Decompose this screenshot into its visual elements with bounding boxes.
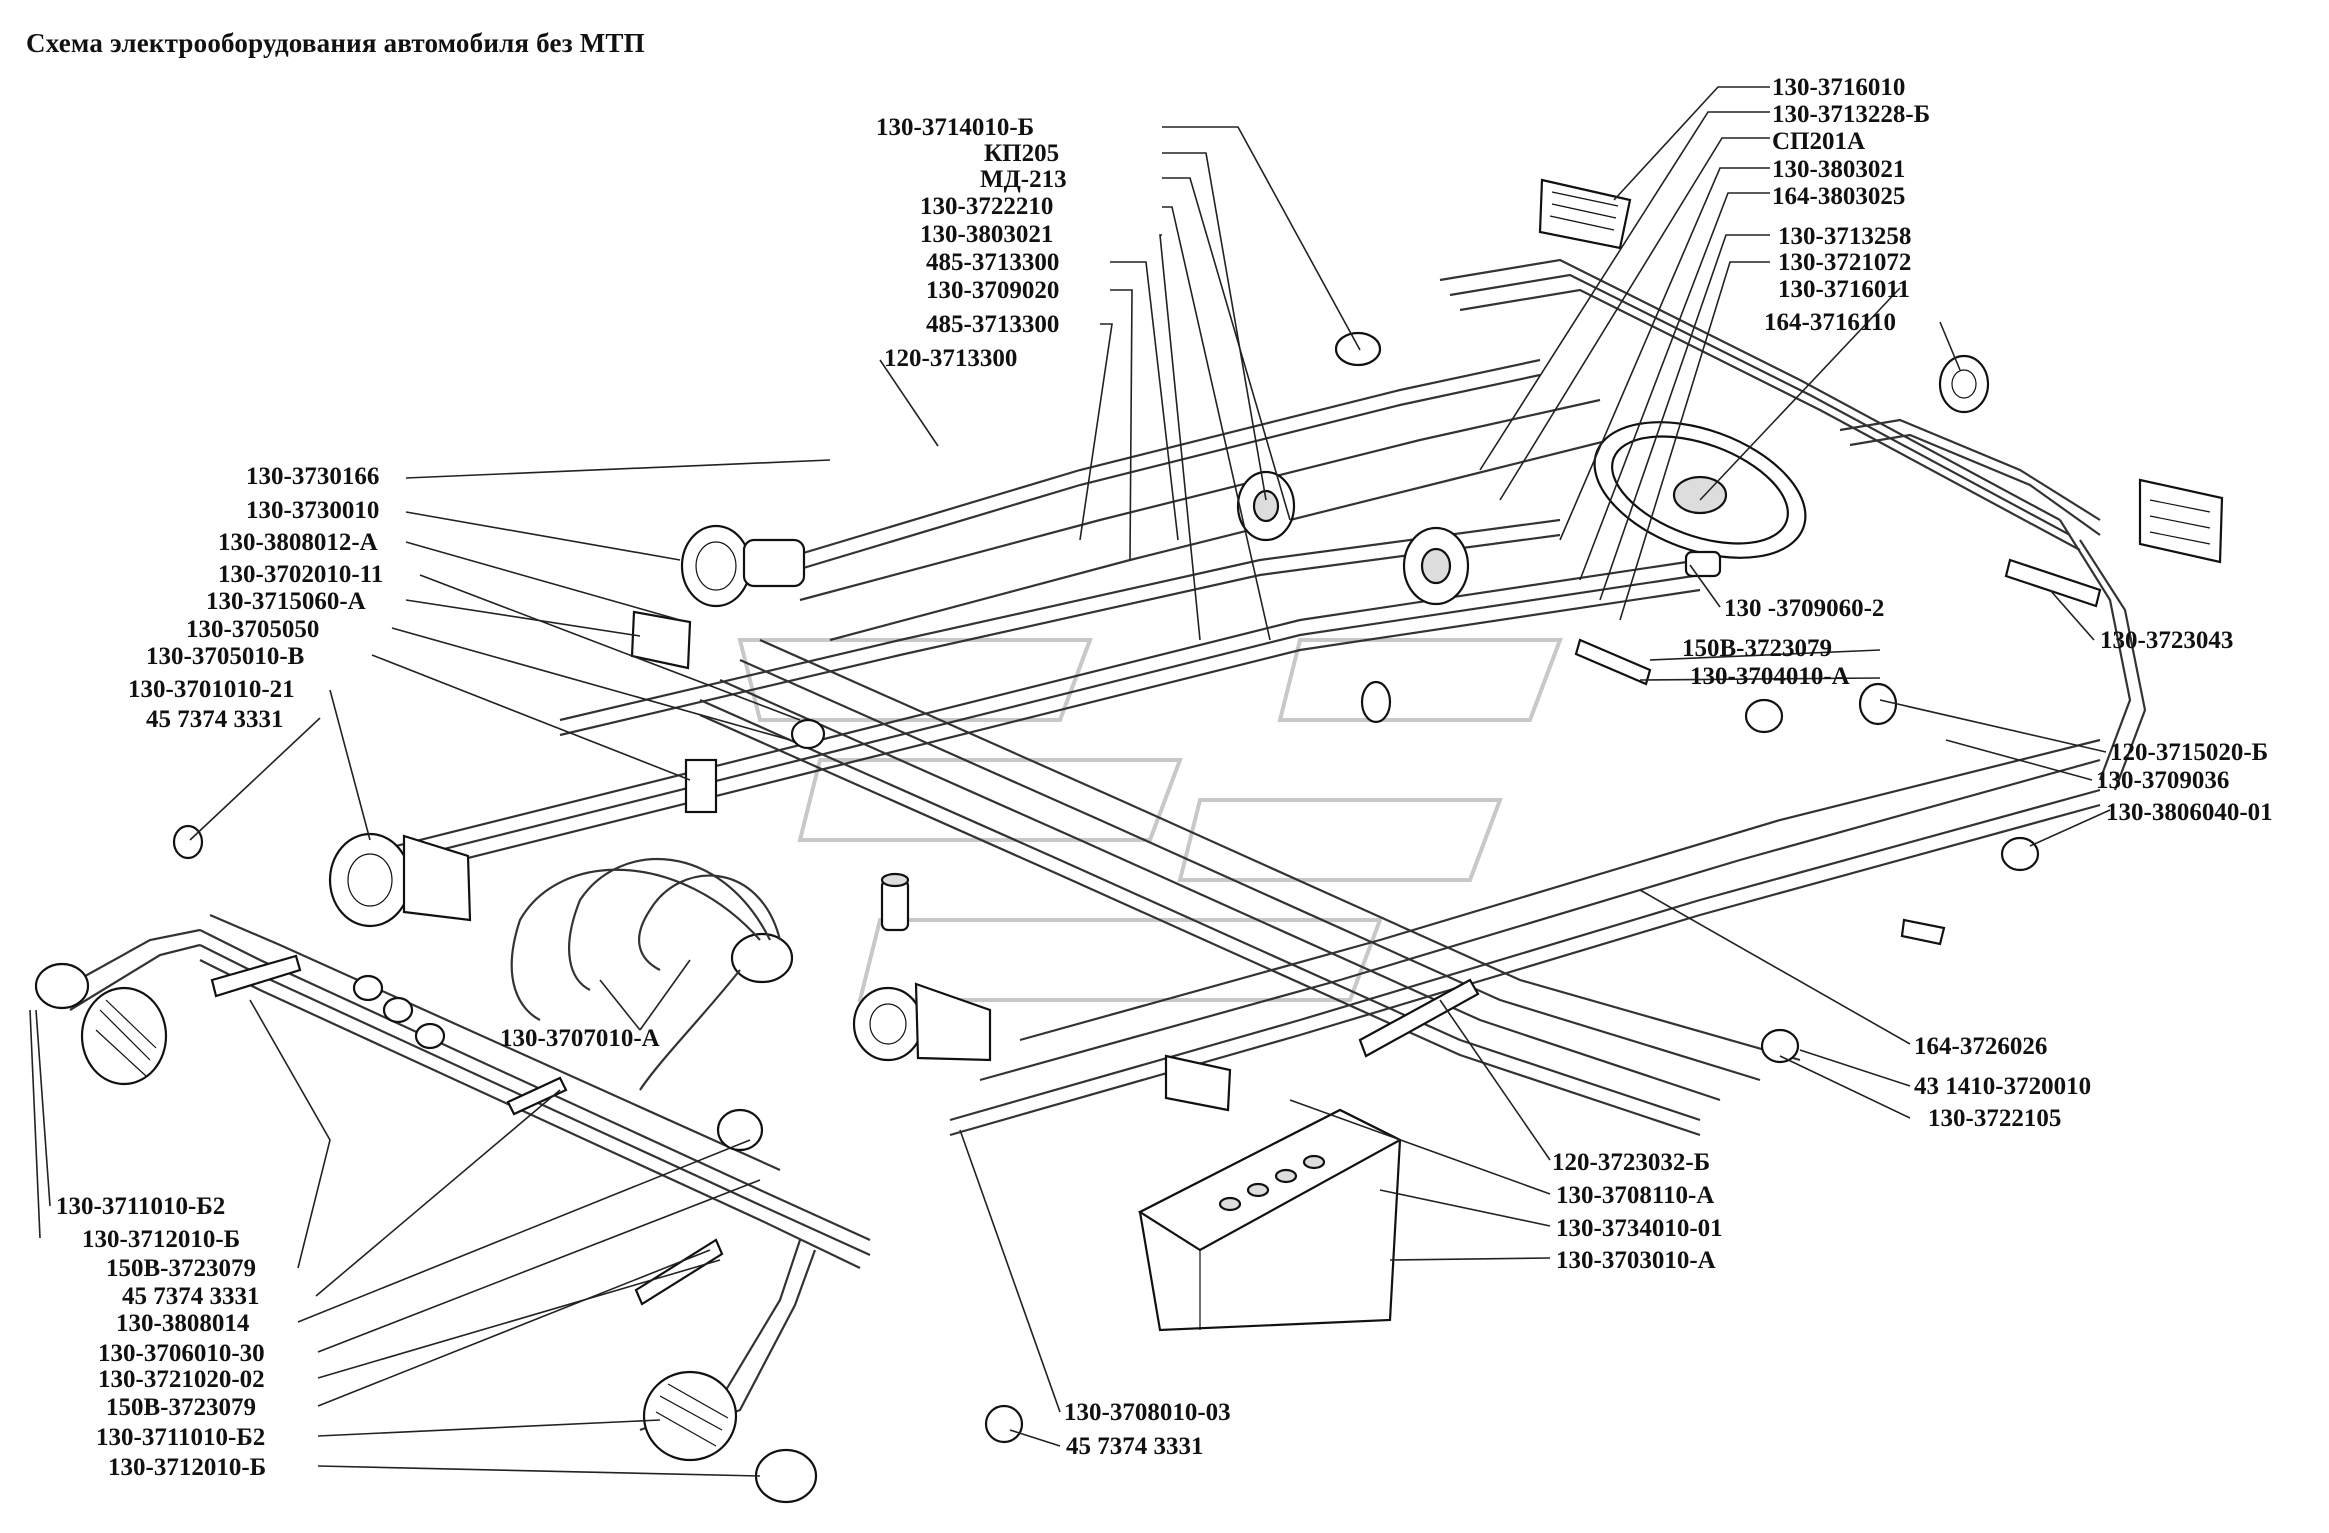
fuse-block xyxy=(1164,1054,1232,1112)
label-l03: СП201А xyxy=(1772,128,1865,155)
label-l17: 485-3713300 xyxy=(926,311,1059,338)
label-l18: 120-3713300 xyxy=(884,345,1017,372)
label-l44: 130-3712010-Б xyxy=(82,1226,240,1253)
terminal-strip-mid xyxy=(1358,978,1480,1058)
label-l41: 130-3734010-01 xyxy=(1556,1215,1723,1242)
terminal-strip-front xyxy=(210,954,302,998)
label-l14: 130-3803021 xyxy=(920,221,1053,248)
label-l21: 130-3808012-А xyxy=(218,529,378,556)
side-lamp xyxy=(2138,478,2224,564)
label-l11: КП205 xyxy=(984,140,1059,167)
label-l51: 130-3711010-Б2 xyxy=(96,1424,265,1451)
label-l27: 45 7374 3331 xyxy=(146,706,284,733)
label-l36: 164-3726026 xyxy=(1914,1033,2047,1060)
label-l29: 130-3723043 xyxy=(2100,627,2233,654)
ignition-switch xyxy=(1684,550,1722,578)
label-l16: 130-3709020 xyxy=(926,277,1059,304)
leader-lines xyxy=(29,86,2111,1477)
label-l40: 130-3708110-А xyxy=(1556,1182,1714,1209)
label-l06: 130-3713258 xyxy=(1778,223,1911,250)
terminal-strip-rear xyxy=(2004,558,2102,608)
label-l42: 130-3703010-А xyxy=(1556,1247,1716,1274)
label-l24: 130-3705050 xyxy=(186,616,319,643)
sensor xyxy=(506,1076,568,1116)
label-l35: 130-3707010-А xyxy=(500,1025,660,1052)
label-l13: 130-3722210 xyxy=(920,193,1053,220)
label-l26: 130-3701010-21 xyxy=(128,676,295,703)
ht-wires xyxy=(510,858,782,1091)
label-l43: 130-3711010-Б2 xyxy=(56,1193,225,1220)
label-l50: 150В-3723079 xyxy=(106,1394,256,1421)
label-l12: МД-213 xyxy=(980,166,1067,193)
label-l38: 130-3722105 xyxy=(1928,1105,2061,1132)
label-l46: 45 7374 3331 xyxy=(122,1283,260,1310)
label-l31: 130-3704010-А xyxy=(1690,663,1850,690)
turn-signal-switch xyxy=(1938,354,1990,414)
relay-box xyxy=(630,610,692,670)
label-l39: 120-3723032-Б xyxy=(1552,1149,1710,1176)
label-l20: 130-3730010 xyxy=(246,497,379,524)
diagram-title: Схема электрооборудования автомобиля без… xyxy=(26,28,645,58)
terminal-strip-dash xyxy=(1574,638,1652,686)
label-l01: 130-3716010 xyxy=(1772,74,1905,101)
label-l37: 43 1410-3720010 xyxy=(1914,1073,2091,1100)
label-l02: 130-3713228-Б xyxy=(1772,101,1930,128)
generator xyxy=(328,832,472,928)
heater-motor xyxy=(680,524,806,608)
label-l45: 150В-3723079 xyxy=(106,1255,256,1282)
label-l34: 130-3806040-01 xyxy=(2106,799,2273,826)
dome-lamp xyxy=(1538,178,1632,250)
voltage-regulator xyxy=(684,758,718,814)
label-l52: 130-3712010-Б xyxy=(108,1454,266,1481)
label-l22: 130-3702010-11 xyxy=(218,561,383,588)
steering-wheel xyxy=(1593,421,1807,559)
label-l47: 130-3808014 xyxy=(116,1310,250,1337)
gauge xyxy=(1402,526,1470,606)
components xyxy=(34,178,2224,1504)
label-l10: 130-3714010-Б xyxy=(876,114,1034,141)
buzzer xyxy=(1334,331,1382,367)
label-l28: 130 -3709060-2 xyxy=(1724,595,1884,622)
label-l33: 130-3709036 xyxy=(2096,767,2229,794)
starter xyxy=(852,982,992,1062)
label-l30: 150В-3723079 xyxy=(1682,635,1832,662)
label-l05: 164-3803025 xyxy=(1772,183,1905,210)
watermark xyxy=(737,638,1563,1002)
label-l09: 164-3716110 xyxy=(1764,309,1896,336)
label-l48: 130-3706010-30 xyxy=(98,1340,265,1367)
label-l04: 130-3803021 xyxy=(1772,156,1905,183)
label-l23: 130-3715060-А xyxy=(206,588,366,615)
label-l53: 130-3708010-03 xyxy=(1064,1399,1231,1426)
label-l08: 130-3716011 xyxy=(1778,276,1910,303)
label-l54: 45 7374 3331 xyxy=(1066,1433,1204,1460)
speedometer xyxy=(1236,470,1296,542)
label-l25: 130-3705010-В xyxy=(146,643,304,670)
label-l49: 130-3721020-02 xyxy=(98,1366,265,1393)
small-lamps xyxy=(172,680,2040,1444)
distributor xyxy=(730,932,794,984)
headlight-upper-left xyxy=(34,962,168,1086)
label-l32: 120-3715020-Б xyxy=(2110,739,2268,766)
label-l19: 130-3730166 xyxy=(246,463,379,490)
label-l15: 485-3713300 xyxy=(926,249,1059,276)
label-l07: 130-3721072 xyxy=(1778,249,1911,276)
battery xyxy=(1137,1108,1403,1332)
part-labels: 130-3716010 130-3713228-Б СП201А 130-380… xyxy=(56,74,2273,1481)
ignition-coil xyxy=(880,872,910,932)
headlight-lower-left xyxy=(642,1370,818,1504)
